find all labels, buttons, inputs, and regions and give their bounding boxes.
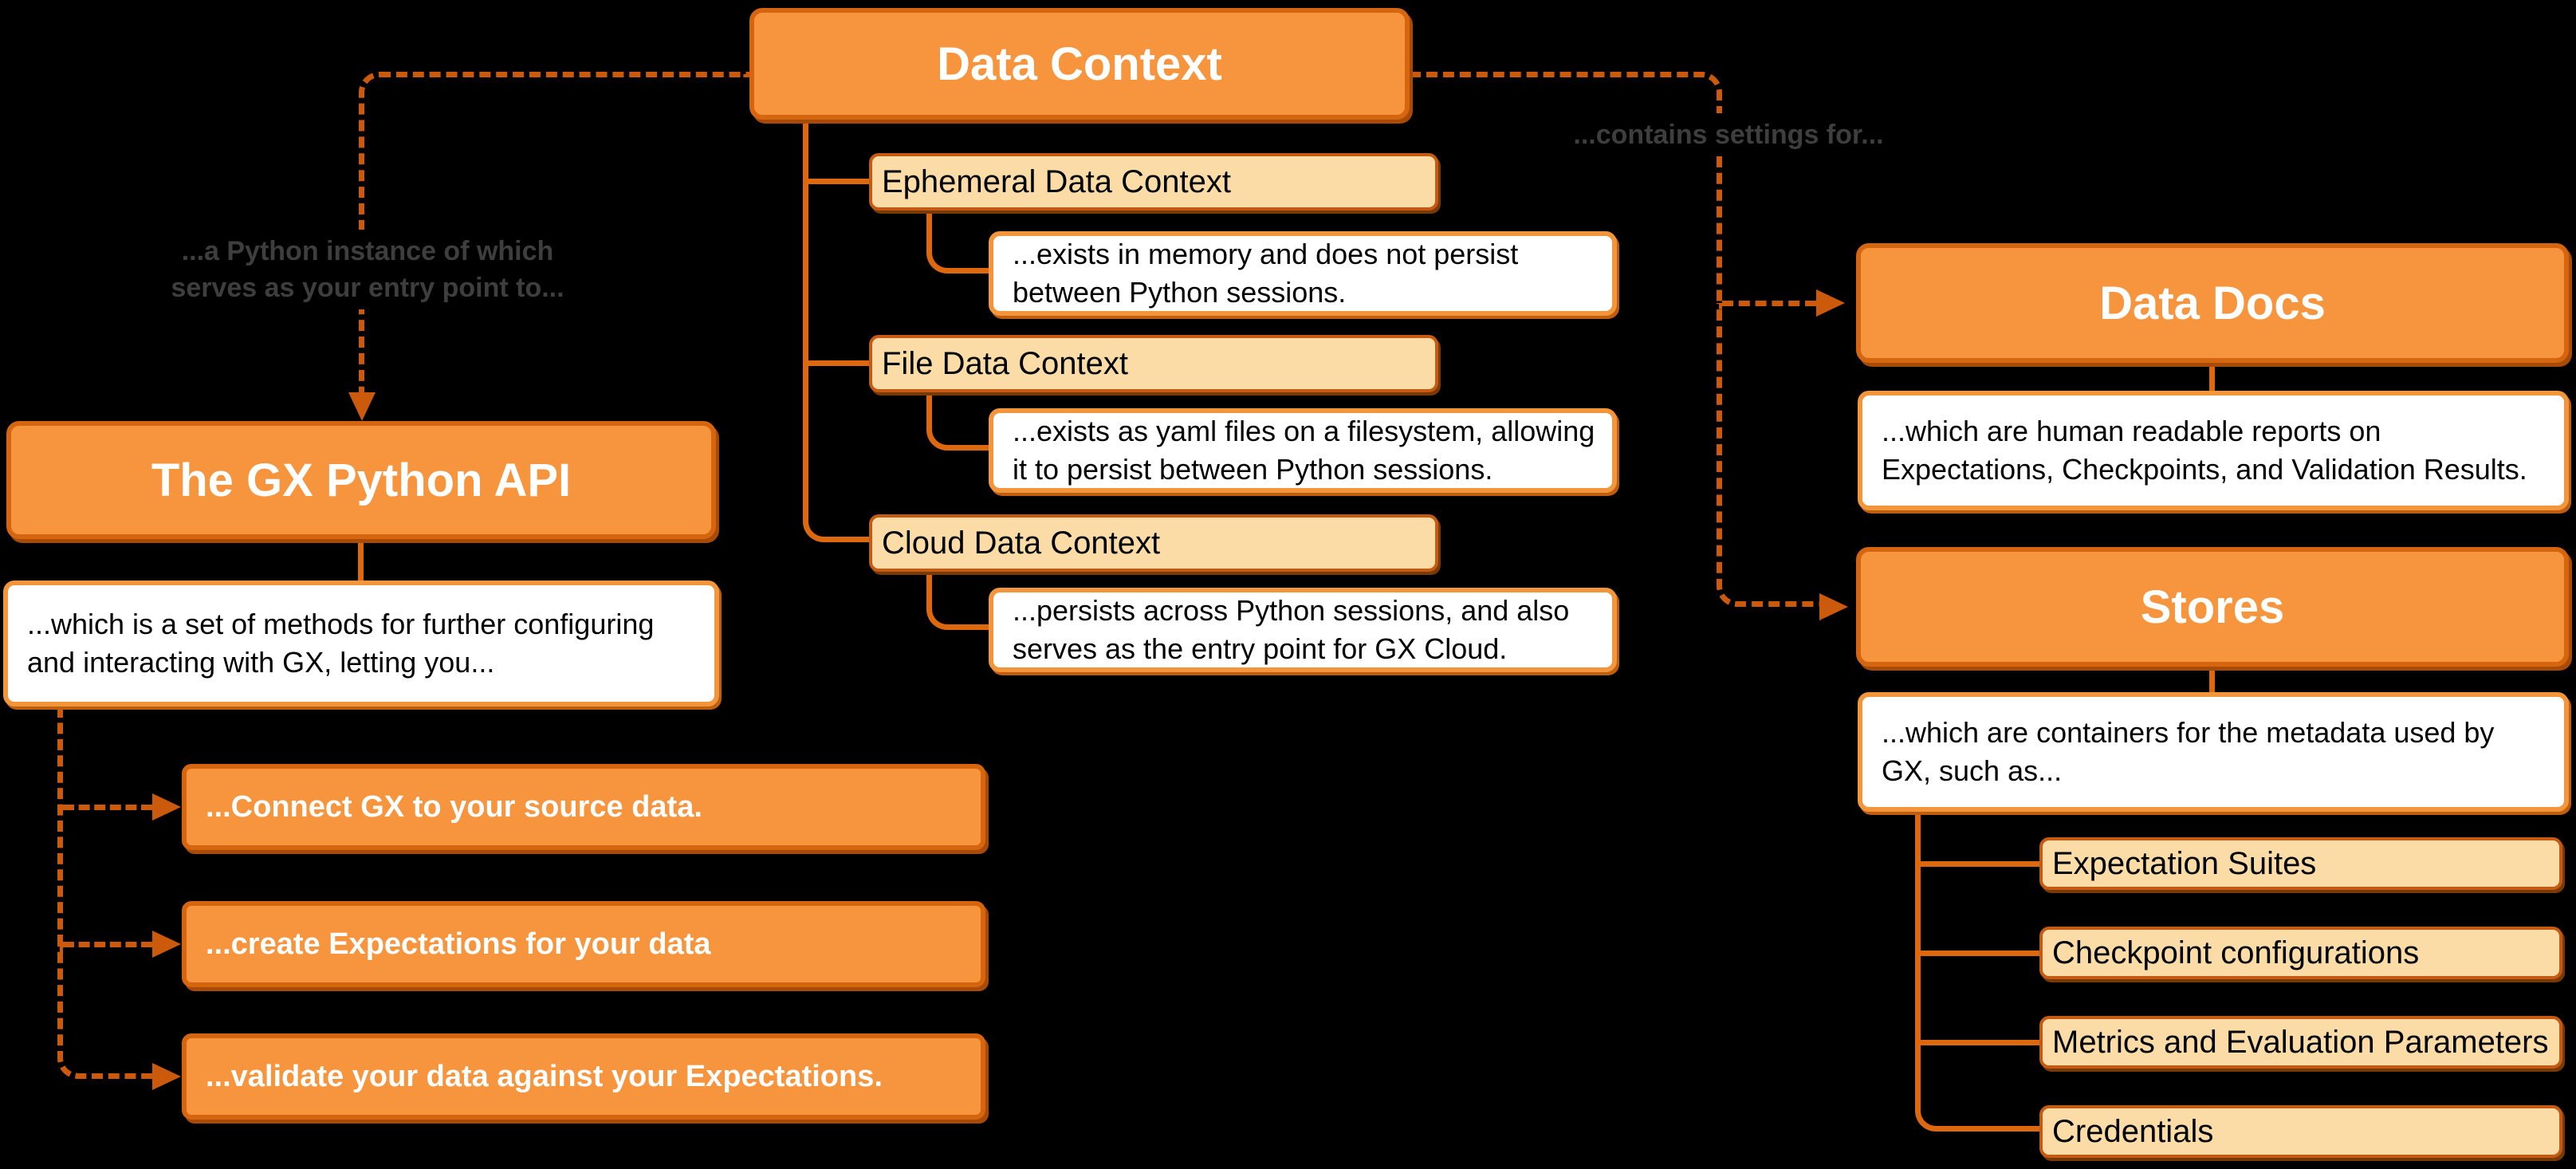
connector-stub-datadocs — [1722, 301, 1816, 306]
node-label: Credentials — [2052, 1113, 2214, 1149]
node-gx-api-description: ...which is a set of methods for further… — [3, 581, 719, 707]
node-credentials: Credentials — [2039, 1105, 2562, 1158]
node-label: Metrics and Evaluation Parameters — [2052, 1024, 2549, 1060]
description-line: ...which are human readable reports on — [1882, 415, 2381, 447]
connector-file-to-desc — [926, 392, 989, 451]
node-ephemeral-data-context: Ephemeral Data Context — [869, 153, 1438, 211]
edge-label-line: serves as your entry point to... — [171, 273, 564, 303]
connector-stub-expectation-suites — [1915, 861, 2039, 867]
node-data-docs: Data Docs — [1856, 243, 2569, 363]
node-stores: Stores — [1856, 547, 2569, 667]
connector-datacontext-to-settings — [1410, 72, 1722, 303]
arrow-right-icon — [152, 1063, 181, 1090]
description-line: between Python sessions. — [1013, 276, 1347, 309]
node-label: File Data Context — [882, 345, 1129, 381]
node-data-docs-description: ...which are human readable reports on E… — [1858, 391, 2569, 510]
node-action-create: ...create Expectations for your data — [182, 901, 985, 987]
node-label: ...create Expectations for your data — [206, 927, 711, 961]
arrow-down-icon — [348, 392, 376, 421]
node-data-context: Data Context — [749, 8, 1410, 120]
node-checkpoint-configurations: Checkpoint configurations — [2039, 927, 2562, 979]
connector-stub-connect — [63, 805, 152, 810]
node-label: Data Docs — [2099, 277, 2326, 329]
description-line: GX, such as... — [1882, 754, 2063, 787]
arrow-right-icon — [1819, 593, 1848, 620]
connector-gxapi-to-desc — [358, 539, 364, 581]
node-expectation-suites: Expectation Suites — [2039, 837, 2562, 890]
description-line: and interacting with GX, letting you... — [27, 646, 495, 679]
node-action-connect: ...Connect GX to your source data. — [182, 764, 985, 850]
arrow-right-icon — [152, 793, 181, 821]
node-label: Ephemeral Data Context — [882, 163, 1232, 199]
description-line: ...exists in memory and does not persist — [1013, 238, 1519, 270]
connector-ephemeral-to-desc — [926, 211, 989, 274]
node-label: Expectation Suites — [2052, 845, 2317, 881]
connector-gxapidesc-trunk — [57, 707, 63, 946]
description-line: serves as the entry point for GX Cloud. — [1013, 632, 1508, 665]
description-line: Expectations, Checkpoints, and Validatio… — [1882, 453, 2527, 486]
description-line: ...which are containers for the metadata… — [1882, 716, 2495, 749]
node-label: The GX Python API — [151, 454, 572, 506]
connector-datacontext-to-contexts — [803, 120, 869, 542]
description-line: ...exists as yaml files on a filesystem,… — [1013, 415, 1595, 447]
node-cloud-description: ...persists across Python sessions, and … — [989, 588, 1617, 672]
connector-stub-metrics — [1915, 1040, 2039, 1045]
node-metrics-evaluation-parameters: Metrics and Evaluation Parameters — [2039, 1016, 2562, 1069]
node-stores-description: ...which are containers for the metadata… — [1858, 692, 2569, 812]
edge-label-line: ...contains settings for... — [1573, 120, 1884, 150]
connector-stub-create — [63, 942, 152, 947]
connector-stub-ephemeral — [803, 179, 869, 184]
node-label: ...validate your data against your Expec… — [206, 1059, 883, 1093]
node-label: ...Connect GX to your source data. — [206, 789, 702, 824]
connector-stores-to-items — [1915, 812, 2039, 1132]
node-label: Data Context — [937, 37, 1222, 90]
edge-label-contains-settings: ...contains settings for... — [1459, 113, 1998, 156]
description-line: ...which is a set of methods for further… — [27, 608, 655, 640]
edge-label-python-instance: ...a Python instance of which serves as … — [90, 230, 645, 309]
description-line: it to persist between Python sessions. — [1013, 453, 1493, 486]
node-file-data-context: File Data Context — [869, 335, 1438, 392]
connector-datadocs-to-desc — [2209, 363, 2215, 391]
node-gx-python-api: The GX Python API — [6, 421, 716, 539]
connector-trunk-to-validate — [57, 946, 156, 1079]
description-line: ...persists across Python sessions, and … — [1013, 594, 1570, 627]
node-ephemeral-description: ...exists in memory and does not persist… — [989, 231, 1617, 316]
node-label: Stores — [2140, 581, 2285, 633]
connector-cloud-to-desc — [926, 572, 989, 630]
node-label: Checkpoint configurations — [2052, 935, 2420, 970]
connector-trunk-to-stores — [1717, 303, 1826, 607]
connector-stores-to-desc — [2209, 667, 2215, 692]
node-action-validate: ...validate your data against your Expec… — [182, 1033, 985, 1120]
connector-stub-file — [803, 360, 869, 366]
node-cloud-data-context: Cloud Data Context — [869, 514, 1438, 572]
edge-label-line: ...a Python instance of which — [181, 236, 554, 266]
node-label: Cloud Data Context — [882, 525, 1161, 561]
arrow-right-icon — [152, 931, 181, 958]
connector-stub-checkpoint-configurations — [1915, 951, 2039, 956]
node-file-description: ...exists as yaml files on a filesystem,… — [989, 408, 1617, 493]
